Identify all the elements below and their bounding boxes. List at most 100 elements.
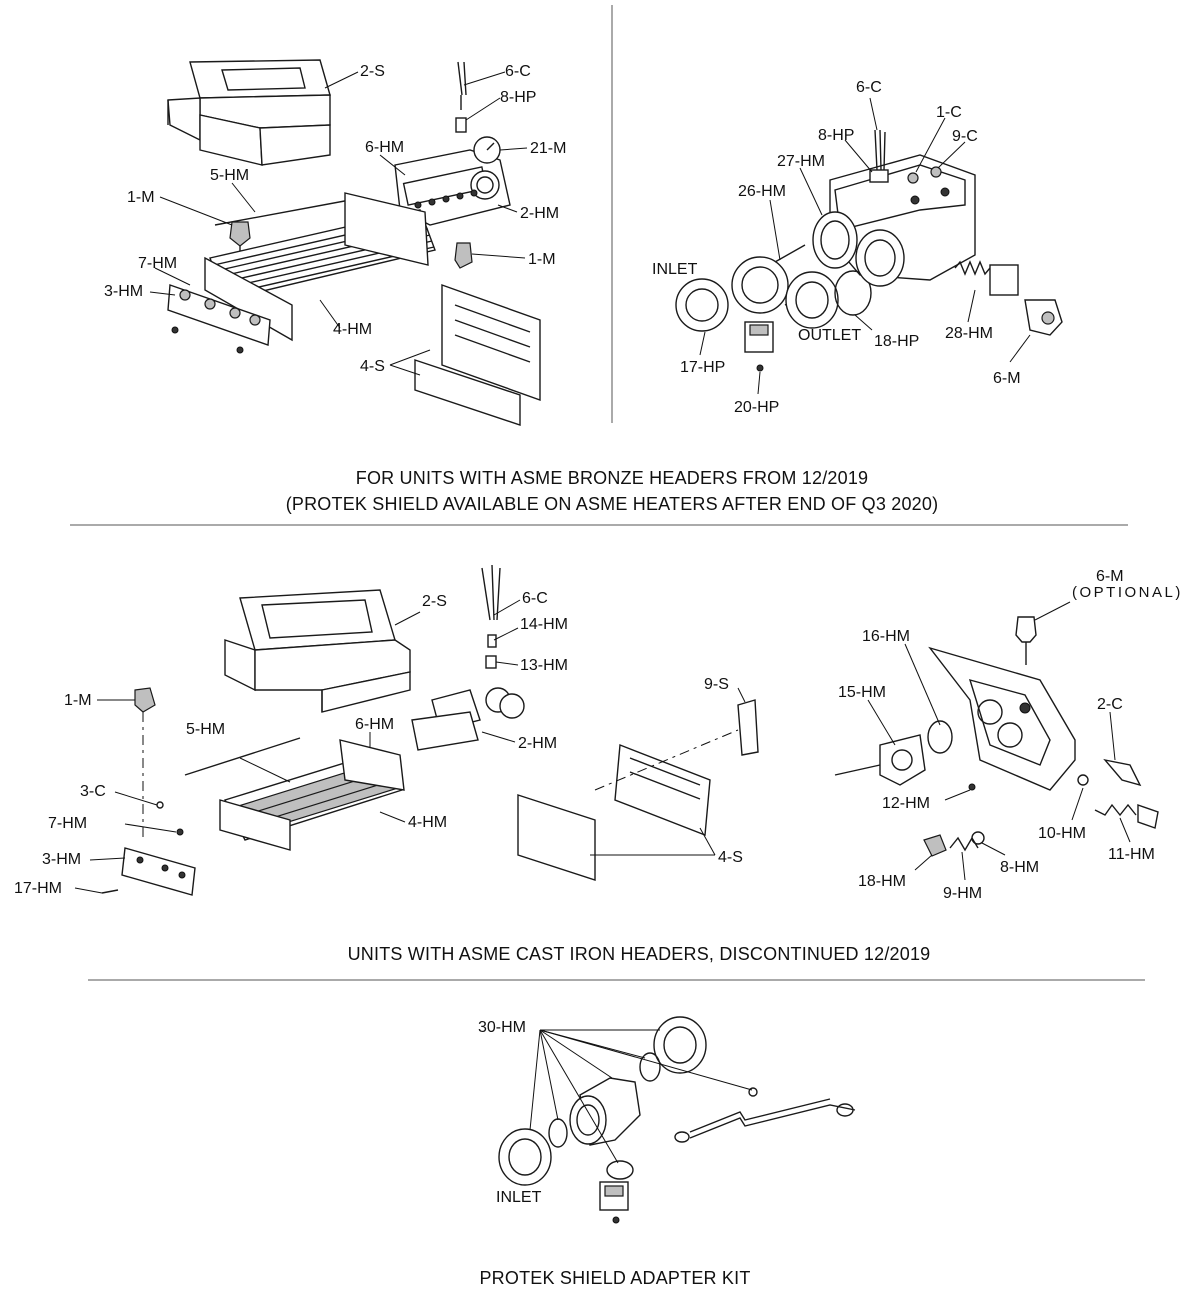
wires-6-C — [455, 61, 467, 133]
control-box-2-HM — [411, 687, 525, 751]
label-4-HM-ci: 4-HM — [408, 814, 447, 831]
valve-6-M-optional — [1015, 616, 1037, 665]
label-28-HM: 28-HM — [945, 325, 993, 342]
baffle-4-S — [414, 284, 541, 426]
rod-5-HM-ci — [184, 737, 301, 776]
spring-9-HM — [949, 836, 979, 852]
label-26-HM: 26-HM — [738, 183, 786, 200]
union-outlet — [785, 271, 839, 329]
o-ring-kit-top — [639, 1052, 661, 1082]
flue-collector-2-S-ci — [224, 589, 411, 713]
sensor-1-M-right — [454, 242, 473, 269]
bolt-17-HM — [101, 889, 119, 894]
label-21-M: 21-M — [530, 140, 566, 157]
bronze-right-assembly — [675, 129, 1063, 372]
label-14-HM: 14-HM — [520, 616, 568, 633]
label-2-HM: 2-HM — [520, 205, 559, 222]
o-ring-18-HP — [834, 270, 872, 316]
part-9-C — [930, 166, 942, 178]
leader-lines — [74, 71, 1131, 1164]
label-4-S: 4-S — [360, 358, 385, 375]
wires-6-C-ci — [481, 564, 501, 669]
ground-wire-kit — [674, 1087, 856, 1143]
adapter-body — [569, 1077, 641, 1146]
label-7-HM: 7-HM — [138, 255, 177, 272]
rod-5-HM — [214, 199, 351, 226]
label-outlet: OUTLET — [798, 327, 861, 344]
label-1-M-ci: 1-M — [64, 692, 92, 709]
label-1-M-right: 1-M — [528, 251, 556, 268]
label-17-HP: 17-HP — [680, 359, 725, 376]
label-6-C-r: 6-C — [856, 79, 882, 96]
union-large — [855, 229, 905, 287]
washer-10-HM — [1077, 774, 1089, 786]
label-1-C: 1-C — [936, 104, 962, 121]
cast-iron-right-assembly — [834, 616, 1159, 857]
label-1-M: 1-M — [127, 189, 155, 206]
label-3-HM: 3-HM — [104, 283, 143, 300]
label-6-M-ci: 6-M — [1096, 568, 1124, 585]
fitting-20-HP — [744, 321, 774, 372]
pressure-gauge-21-M — [473, 136, 501, 164]
spring-11-HM — [1094, 803, 1159, 829]
heat-exchanger-4-HM — [204, 192, 436, 342]
plug-3-C — [156, 801, 164, 809]
label-11-HM: 11-HM — [1108, 846, 1155, 863]
union-outlet-kit — [653, 1016, 707, 1074]
label-5-HM-ci: 5-HM — [186, 721, 225, 738]
label-30-HM: 30-HM — [478, 1019, 526, 1036]
label-8-HM: 8-HM — [1000, 859, 1039, 876]
caption-bronze-line1: FOR UNITS WITH ASME BRONZE HEADERS FROM … — [356, 468, 869, 488]
label-16-HM: 16-HM — [862, 628, 910, 645]
sensor-1-M-ci — [134, 687, 156, 713]
label-27-HM: 27-HM — [777, 153, 825, 170]
label-optional: (OPTIONAL) — [1072, 584, 1183, 601]
label-18-HM: 18-HM — [858, 873, 906, 890]
cast-iron-left-assembly — [101, 564, 759, 896]
bronze-header-2-HM — [394, 149, 511, 226]
centerline-baffle — [594, 729, 739, 791]
label-10-HM: 10-HM — [1038, 825, 1086, 842]
label-2-HM-ci: 2-HM — [518, 735, 557, 752]
valve-2-C — [1103, 758, 1142, 787]
label-5-HM: 5-HM — [210, 167, 249, 184]
baffle-4-S-ci-a — [614, 744, 711, 836]
screw-12-HM — [968, 783, 976, 791]
header-16-HM — [928, 646, 1076, 791]
end-header-3-HM — [167, 284, 271, 354]
label-12-HM: 12-HM — [882, 795, 930, 812]
label-6-C: 6-C — [505, 63, 531, 80]
header-3-HM-ci — [121, 847, 196, 896]
caption-bronze-line2: (PROTEK SHIELD AVAILABLE ON ASME HEATERS… — [286, 494, 939, 514]
label-17-HM: 17-HM — [14, 880, 62, 897]
label-2-C: 2-C — [1097, 696, 1123, 713]
baffle-4-S-ci-b — [517, 794, 596, 881]
label-15-HM: 15-HM — [838, 684, 886, 701]
label-2-S: 2-S — [360, 63, 385, 80]
o-ring-kit-left — [548, 1118, 568, 1148]
gasket-15-HM — [879, 734, 926, 786]
label-6-M: 6-M — [993, 370, 1021, 387]
label-8-HP: 8-HP — [500, 89, 536, 106]
spring-28-HM — [954, 260, 1019, 296]
label-6-C-ci: 6-C — [522, 590, 548, 607]
label-9-C: 9-C — [952, 128, 978, 145]
valve-6-M — [1024, 299, 1063, 336]
caption-protek: PROTEK SHIELD ADAPTER KIT — [479, 1268, 750, 1288]
label-3-HM-ci: 3-HM — [42, 851, 81, 868]
label-6-HM-ci: 6-HM — [355, 716, 394, 733]
label-4-S-ci: 4-S — [718, 849, 743, 866]
label-13-HM: 13-HM — [520, 657, 568, 674]
protek-kit-assembly — [498, 1016, 856, 1224]
label-20-HP: 20-HP — [734, 399, 779, 416]
flue-collector-2-S — [167, 59, 331, 166]
label-6-HM: 6-HM — [365, 139, 404, 156]
caption-cast-iron: UNITS WITH ASME CAST IRON HEADERS, DISCO… — [348, 944, 931, 964]
label-4-HM: 4-HM — [333, 321, 372, 338]
union-17-HP — [675, 278, 729, 332]
fitting-kit — [599, 1181, 629, 1224]
fitting-8-HP-right — [869, 169, 889, 183]
label-8-HP-r: 8-HP — [818, 127, 854, 144]
wires-6-C-right — [874, 129, 886, 171]
